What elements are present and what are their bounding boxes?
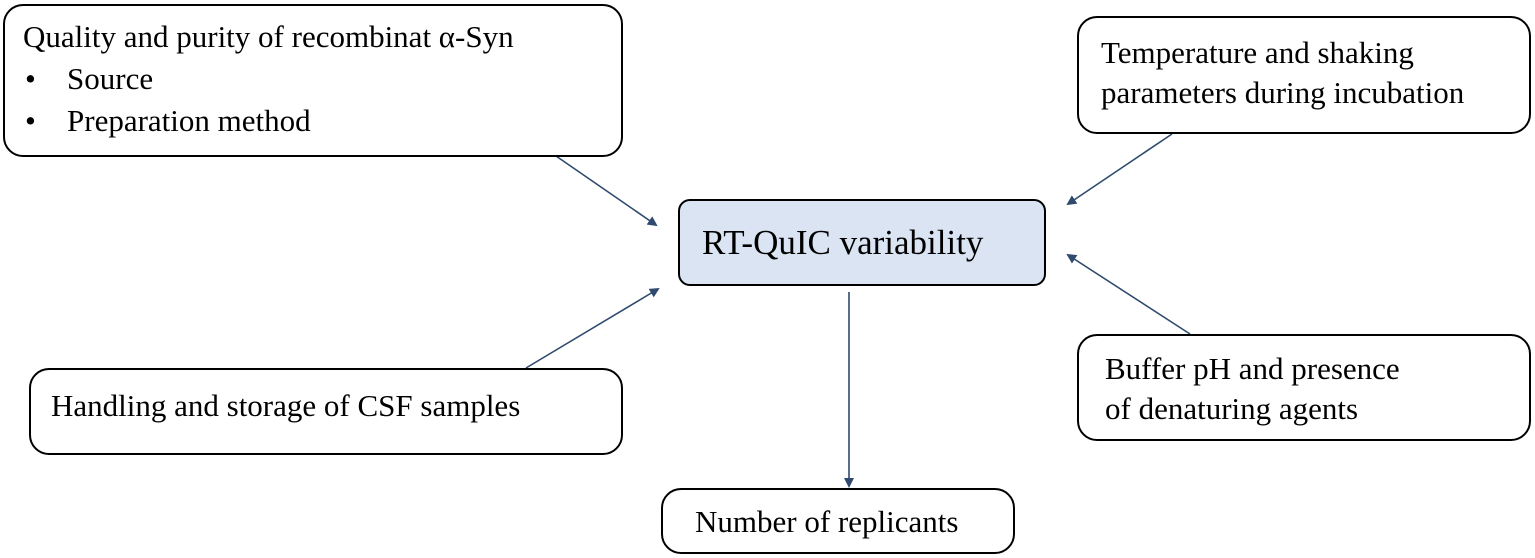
temperature-line-2: parameters during incubation <box>1101 75 1465 110</box>
arrow-quality-to-center <box>555 155 658 227</box>
handling-label: Handling and storage of CSF samples <box>51 388 521 423</box>
arrow-temperature-to-center <box>1066 133 1173 206</box>
quality-title: Quality and purity of recombinat α-Syn <box>23 19 514 54</box>
bullet-label: Preparation method <box>67 103 311 138</box>
arrow-buffer-to-center <box>1066 253 1191 335</box>
bullet-marker: • <box>25 61 36 96</box>
temperature-box: Temperature and shaking parameters durin… <box>1077 16 1531 134</box>
bullet-label: Source <box>67 61 154 96</box>
buffer-line-2: of denaturing agents <box>1105 391 1359 426</box>
quality-bullet-source: • Source <box>25 58 425 100</box>
temperature-line-1: Temperature and shaking <box>1101 35 1414 70</box>
center-box: RT-QuIC variability <box>678 199 1046 286</box>
replicants-label: Number of replicants <box>695 504 959 539</box>
buffer-line-1: Buffer pH and presence <box>1105 351 1400 386</box>
bullet-marker: • <box>25 103 36 138</box>
center-label: RT-QuIC variability <box>702 223 984 262</box>
arrow-handling-to-center <box>525 287 660 369</box>
quality-bullet-preparation: • Preparation method <box>25 100 425 142</box>
quality-box: Quality and purity of recombinat α-Syn •… <box>3 4 623 157</box>
replicants-box: Number of replicants <box>661 488 1015 554</box>
handling-box: Handling and storage of CSF samples <box>29 368 623 455</box>
buffer-box: Buffer pH and presence of denaturing age… <box>1077 334 1531 441</box>
